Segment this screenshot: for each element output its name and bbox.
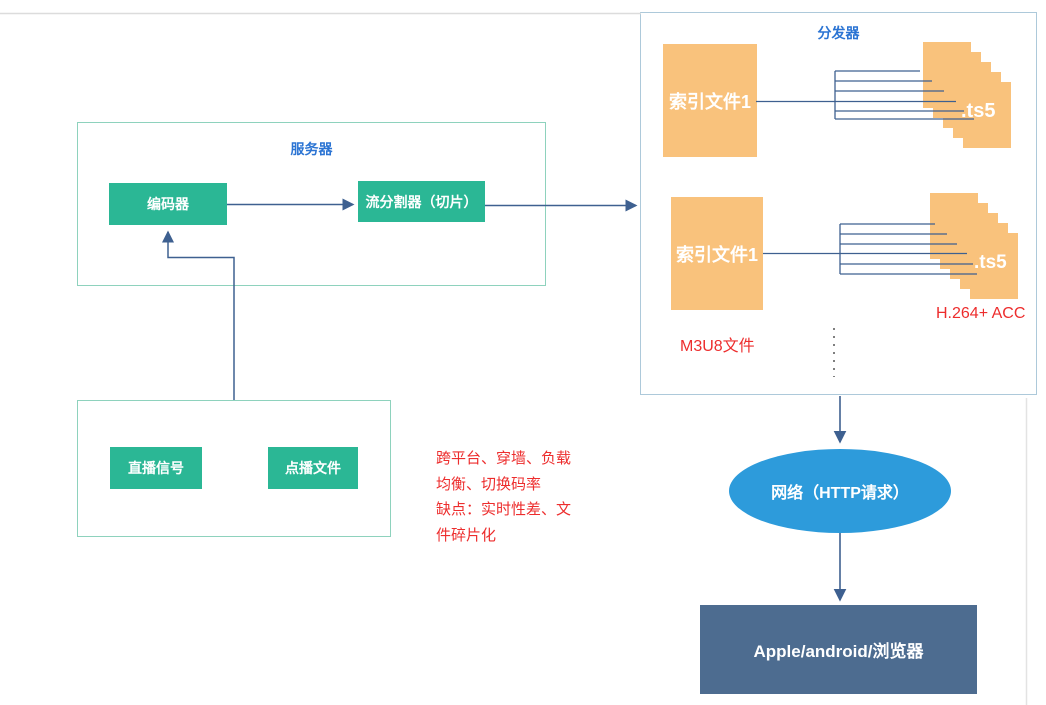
live-signal-node: 直播信号: [110, 447, 202, 489]
note-line: 跨平台、穿墙、负载: [436, 450, 572, 467]
vod-file-node: 点播文件: [268, 447, 358, 489]
ts-label-row1: .ts5: [961, 100, 996, 122]
ts-card: [963, 82, 1011, 148]
network-node: 网络（HTTP请求）: [729, 449, 951, 533]
ts-card: [970, 233, 1018, 299]
note-line: 件碎片化: [436, 526, 497, 544]
codec-note: H.264+ ACC: [936, 305, 1026, 322]
server-group-box: [77, 122, 546, 286]
distributor-group-box: [640, 12, 1037, 395]
client-node: Apple/android/浏览器: [700, 605, 977, 694]
pros-cons-note: 跨平台、穿墙、负载 均衡、切换码率 缺点：实时性差、文 件碎片化: [436, 446, 616, 548]
encoder-node: 编码器: [109, 183, 227, 225]
splitter-node: 流分割器（切片）: [358, 181, 485, 222]
note-line: 缺点：实时性差、文: [436, 501, 572, 518]
distributor-group-label: 分发器: [817, 25, 860, 41]
index-file-row1-node: 索引文件1: [663, 44, 757, 157]
server-group-label: 服务器: [290, 141, 333, 157]
source-group-box: [77, 400, 391, 537]
index-file-row2-node: 索引文件1: [671, 197, 763, 310]
ts-label-row2: .ts5: [974, 252, 1007, 273]
note-line: 均衡、切换码率: [436, 475, 542, 493]
m3u8-note: M3U8文件: [680, 338, 755, 355]
